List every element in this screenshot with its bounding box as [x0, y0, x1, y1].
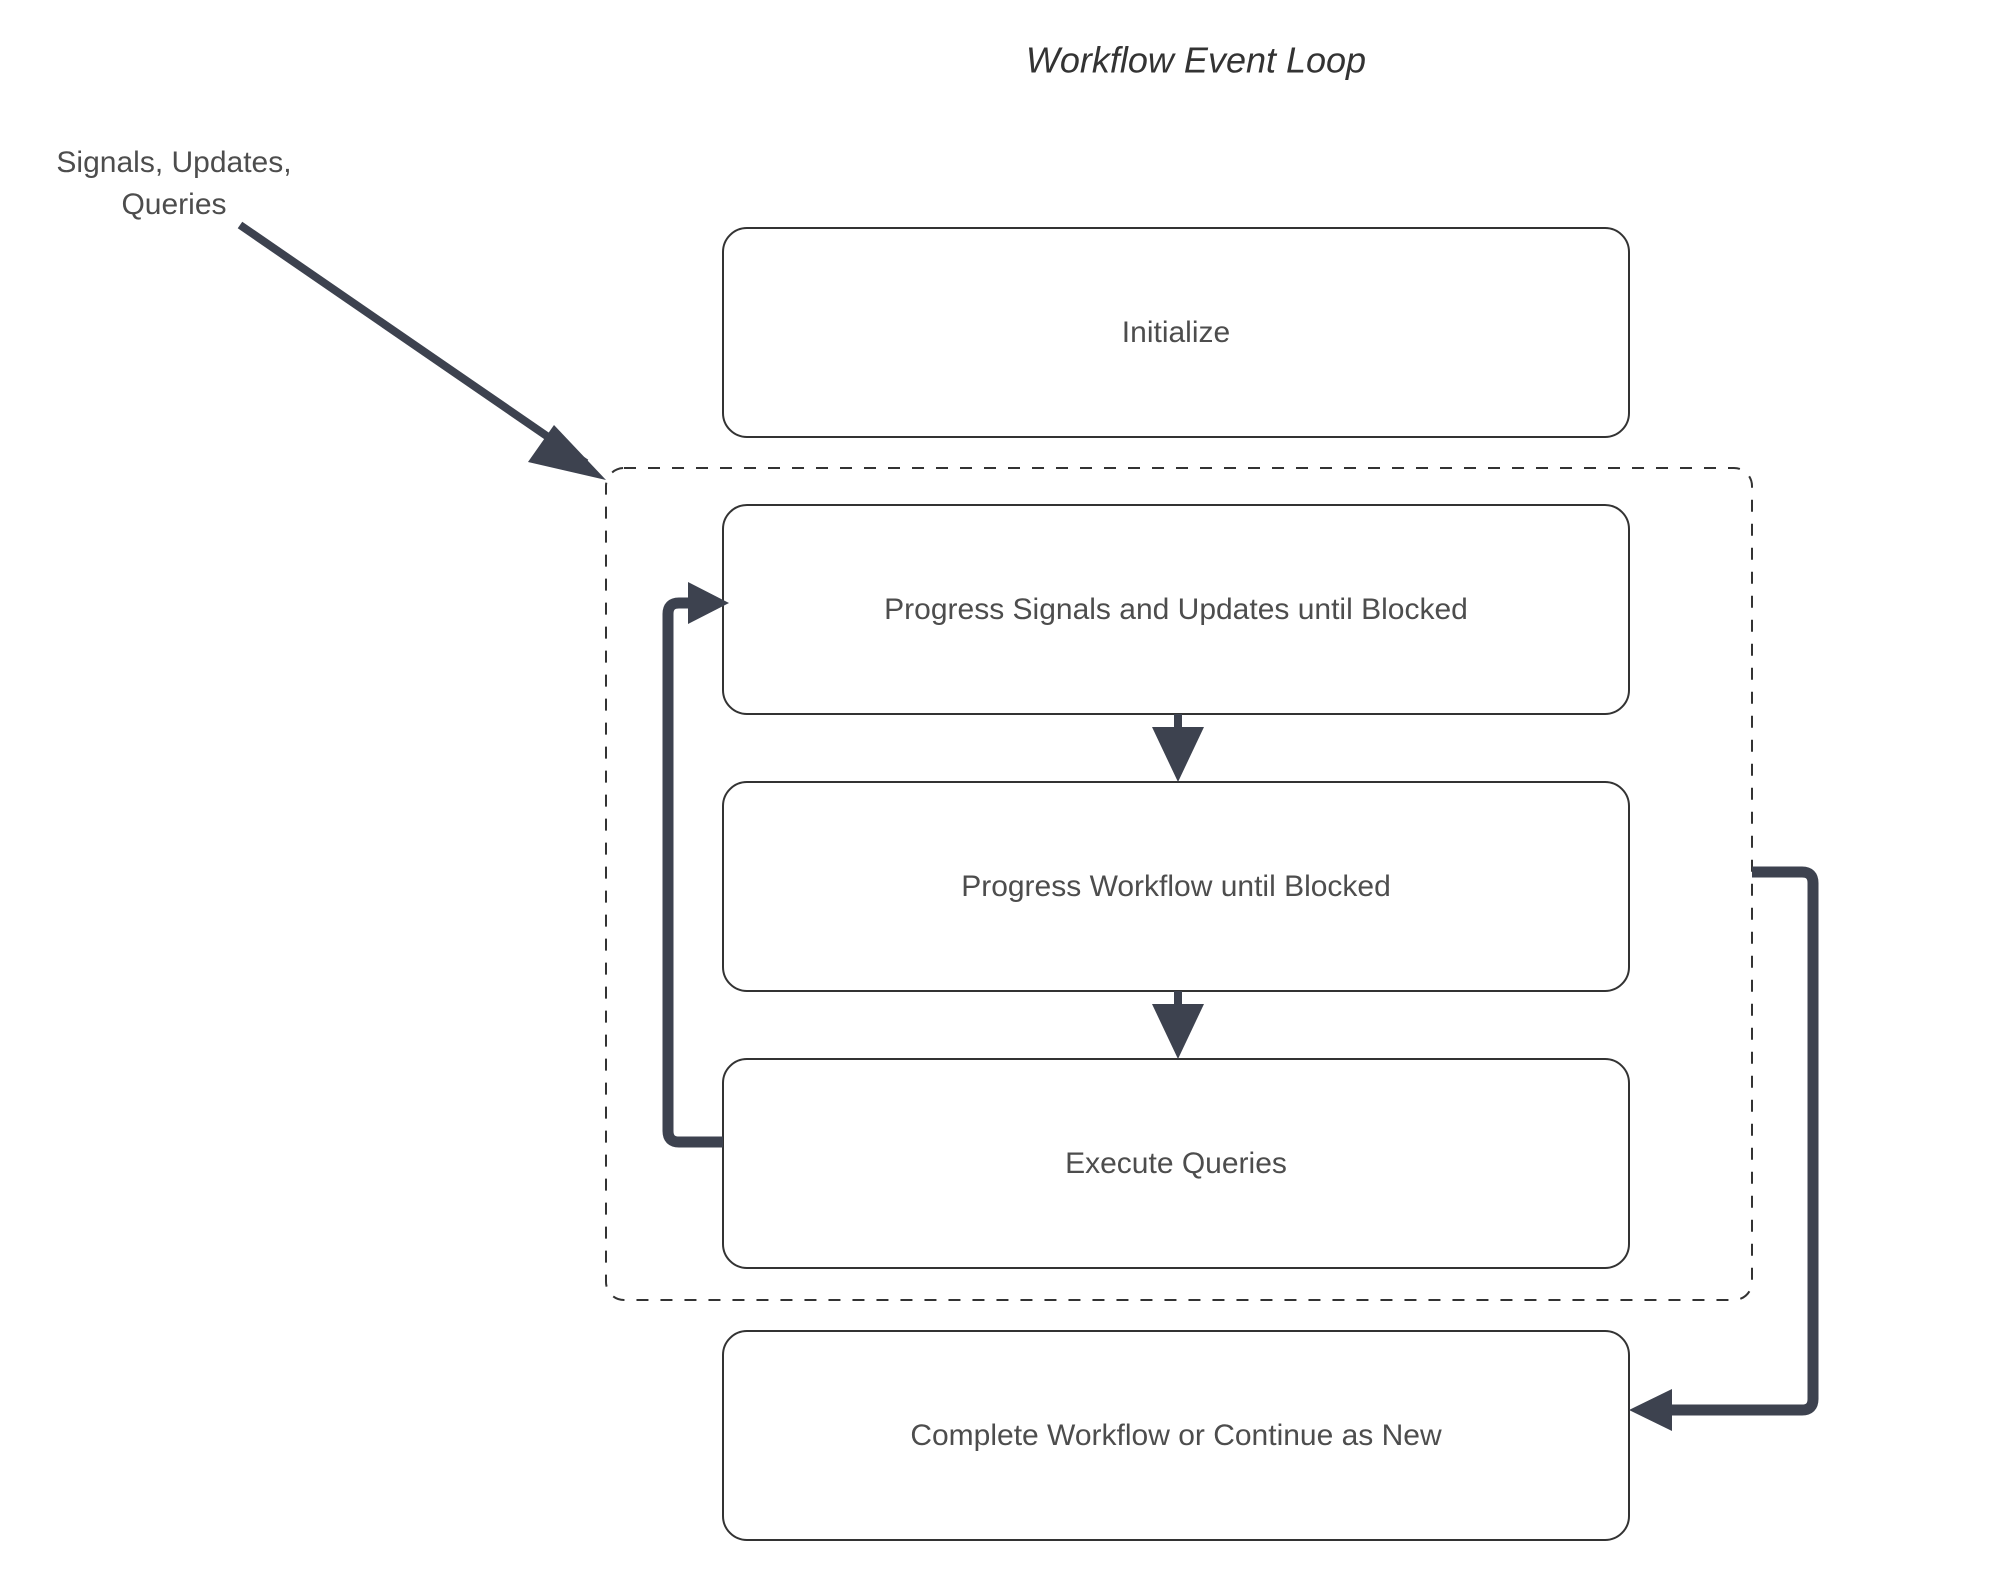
- event-loop-group: [605, 467, 1753, 1301]
- node-progress-workflow[interactable]: Progress Workflow until Blocked: [722, 781, 1630, 992]
- edge-group-to-complete: [1629, 866, 1819, 1431]
- node-progress-workflow-label: Progress Workflow until Blocked: [961, 870, 1391, 903]
- arrowhead-icon: [1629, 1389, 1672, 1431]
- arrowhead-icon: [688, 582, 729, 624]
- node-progress-signals-label: Progress Signals and Updates until Block…: [884, 593, 1468, 626]
- edge-queries-to-signals-loopback: [662, 582, 729, 1148]
- node-execute-queries-box: [722, 1058, 1630, 1269]
- arrowhead-icon: [1152, 727, 1204, 782]
- arrowhead-icon: [528, 425, 606, 480]
- edge-external-input-arrow: [237, 221, 606, 480]
- node-complete-workflow-label: Complete Workflow or Continue as New: [910, 1419, 1442, 1452]
- edge-signals-to-workflow: [1152, 714, 1204, 782]
- node-complete-workflow[interactable]: Complete Workflow or Continue as New: [722, 1330, 1630, 1541]
- edge-workflow-to-queries: [1152, 991, 1204, 1059]
- node-initialize[interactable]: Initialize: [722, 227, 1630, 438]
- node-execute-queries[interactable]: Execute Queries: [722, 1058, 1630, 1269]
- node-initialize-box: [722, 227, 1630, 438]
- external-input-label-line1: Signals, Updates,: [56, 146, 291, 179]
- node-progress-signals[interactable]: Progress Signals and Updates until Block…: [722, 504, 1630, 715]
- node-initialize-label: Initialize: [1122, 316, 1230, 349]
- page-title: Workflow Event Loop: [1026, 40, 1366, 81]
- node-complete-workflow-box: [722, 1330, 1630, 1541]
- arrowhead-icon: [1152, 1004, 1204, 1059]
- external-input-label-line2: Queries: [121, 188, 226, 221]
- node-execute-queries-label: Execute Queries: [1065, 1147, 1287, 1180]
